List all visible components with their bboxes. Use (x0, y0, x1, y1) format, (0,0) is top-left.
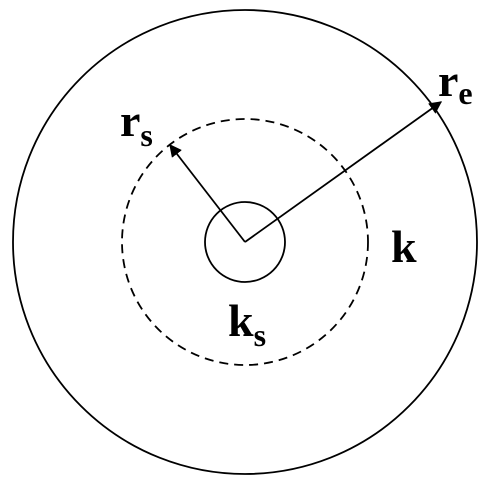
altered-zone-permeability-label: ks (228, 295, 266, 353)
altered-zone-radius-arrow (169, 144, 246, 243)
altered-zone-radius-label: rs (120, 95, 153, 153)
reservoir-permeability-label: k (391, 221, 417, 272)
outer-boundary-circle (12, 9, 478, 475)
wellbore-circle (204, 201, 286, 283)
altered-zone-dashed-circle (121, 118, 369, 366)
external-radius-arrow (244, 101, 443, 243)
external-radius-label: re (438, 55, 473, 111)
